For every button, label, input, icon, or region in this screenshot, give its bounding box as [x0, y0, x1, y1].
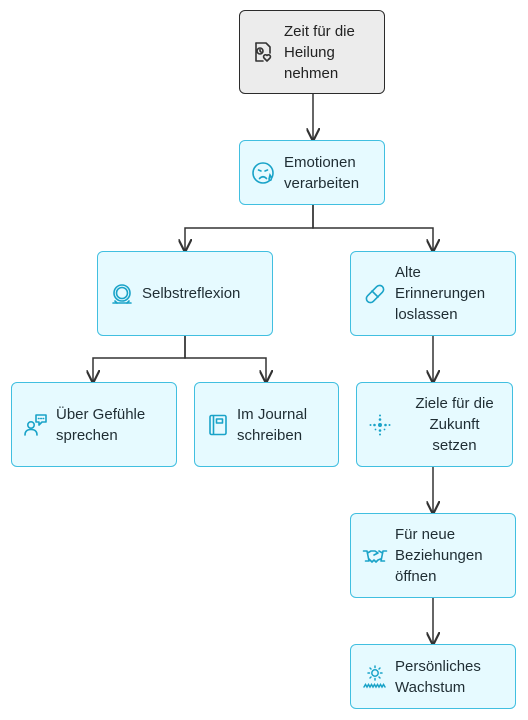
- calendar-heart-icon: [250, 40, 276, 64]
- node-growth: Persönliches Wachstum: [350, 644, 516, 709]
- node-emotions-label: Emotionen verarbeiten: [284, 153, 360, 192]
- node-self-reflection: Selbstreflexion: [97, 251, 273, 336]
- notebook-icon: [205, 413, 231, 437]
- node-growth-label: Persönliches Wachstum: [395, 657, 481, 696]
- sad-face-icon: [250, 160, 278, 186]
- edge-emotions-letgo: [312, 205, 433, 251]
- target-dots-icon: [367, 413, 393, 437]
- node-talk: Über Gefühle sprechen: [11, 382, 177, 467]
- sun-grass-icon: [361, 664, 389, 690]
- node-goals: Ziele für die Zukunft setzen: [356, 382, 513, 467]
- node-emotions: Emotionen verarbeiten: [239, 140, 385, 205]
- node-journal: Im Journal schreiben: [194, 382, 339, 467]
- edge-selfreflection-talk: [93, 336, 186, 382]
- node-self-reflection-label: Selbstreflexion: [142, 285, 241, 302]
- edge-emotions-selfreflection: [185, 205, 314, 251]
- node-goals-label: Ziele für die Zukunft setzen: [415, 395, 494, 454]
- edge-selfreflection-journal: [184, 336, 266, 382]
- node-relationships: Für neue Beziehungen öffnen: [350, 513, 516, 598]
- node-let-go-label: Alte Erinnerungen loslassen: [395, 264, 486, 323]
- mirror-icon: [108, 281, 136, 307]
- node-talk-label: Über Gefühle sprechen: [56, 405, 146, 444]
- node-root: Zeit für die Heilung nehmen: [239, 10, 385, 94]
- node-relationships-label: Für neue Beziehungen öffnen: [395, 526, 483, 585]
- node-journal-label: Im Journal schreiben: [237, 405, 308, 444]
- pill-icon: [361, 281, 389, 307]
- person-speech-icon: [22, 412, 50, 438]
- handshake-icon: [361, 543, 389, 569]
- node-let-go: Alte Erinnerungen loslassen: [350, 251, 516, 336]
- node-root-label: Zeit für die Heilung nehmen: [284, 22, 355, 82]
